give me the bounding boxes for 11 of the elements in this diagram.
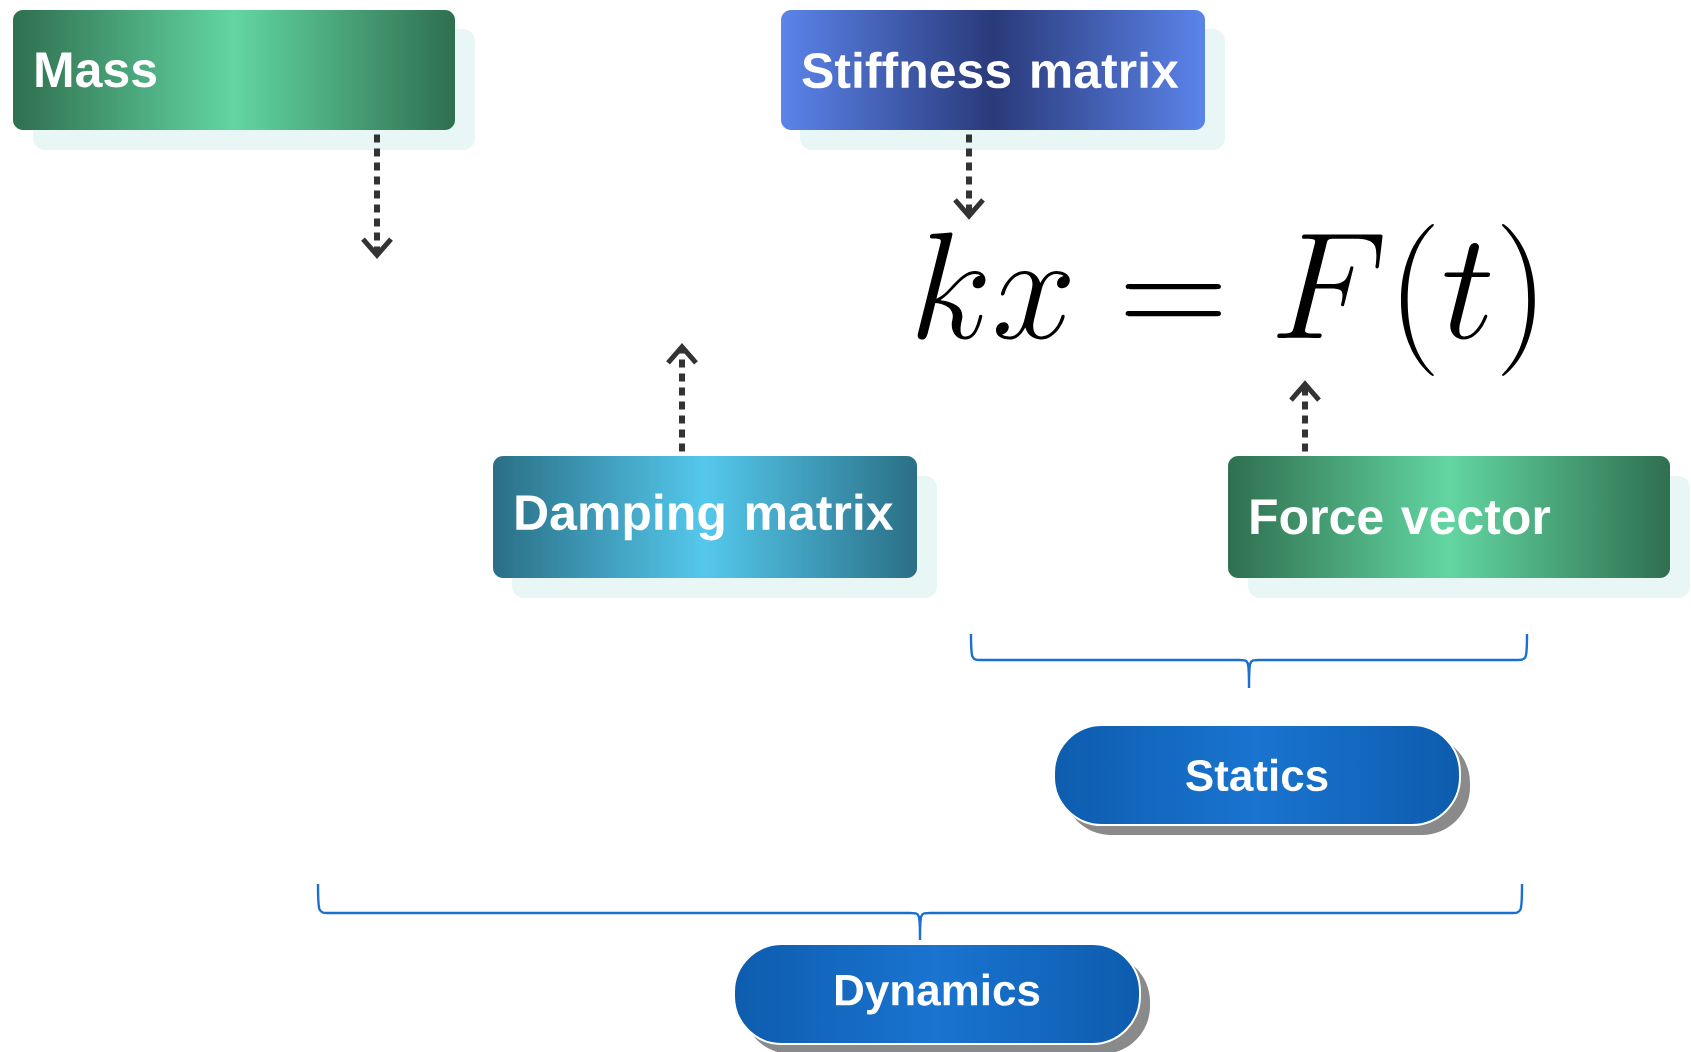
rounded-button: Dynamics — [733, 943, 1150, 1052]
arrow — [953, 134, 985, 220]
equation: $kx = F(t)$ — [917, 224, 1535, 376]
arrow — [666, 343, 698, 452]
arrow — [361, 134, 393, 259]
label-box: Force vector — [1228, 456, 1690, 598]
label-box: Mass — [13, 10, 475, 150]
label-box: Damping matrix — [493, 456, 937, 598]
rounded-button: Statics — [1053, 724, 1470, 835]
arrow — [1289, 380, 1321, 452]
label-box: Stiffness matrix — [781, 10, 1225, 150]
